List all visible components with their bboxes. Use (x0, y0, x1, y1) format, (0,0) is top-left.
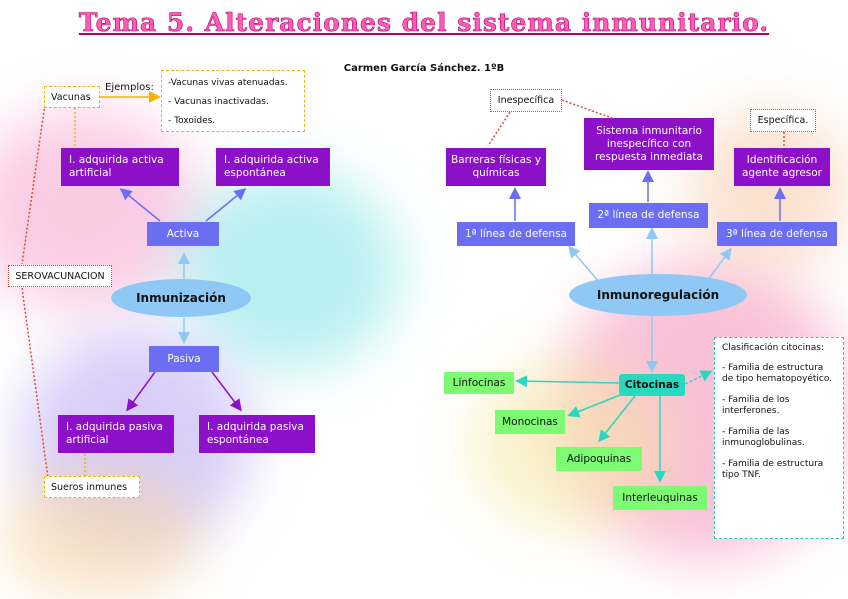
linea1-box: 1ª línea de defensa (457, 222, 575, 246)
sistema-box: Sistema inmunitario inespecífico con res… (584, 118, 714, 170)
line-inmuno-linea1 (568, 245, 601, 284)
line-citocinas-adipoquinas (598, 395, 636, 443)
clasificacion-item: - Familia de estructura tipo TNF. (722, 459, 824, 480)
clasificacion-citocinas-box: Clasificación citocinas: - Familia de es… (714, 337, 844, 539)
bg-blob-cyan (180, 170, 400, 370)
especifica-box: Específica. (750, 109, 816, 132)
line-inespecifica-sistema (561, 99, 613, 119)
examples-list: -Vacunas vivas atenuadas. - Vacunas inac… (161, 70, 305, 132)
linea3-box: 3ª línea de defensa (717, 222, 837, 246)
activa-artificial-box: I. adquirida activa artificial (61, 148, 179, 186)
pasiva-box: Pasiva (149, 346, 219, 372)
activa-box: Activa (147, 222, 219, 246)
linea2-box: 2ª línea de defensa (589, 203, 708, 228)
clasificacion-item: - Familia de las inmunoglobulinas. (722, 427, 805, 448)
ejemplos-label: Ejemplos: (105, 82, 154, 93)
activa-espontanea-box: I. adquirida activa espontánea (216, 148, 330, 186)
clasificacion-item: - Familia de estructura de tipo hematopo… (722, 363, 833, 384)
example-item: -Vacunas vivas atenuadas. (168, 78, 288, 88)
line-serovacunacion-sueros (21, 287, 49, 479)
line-citocinas-clasificacion (684, 370, 713, 385)
monocinas-box: Monocinas (495, 410, 565, 434)
identificacion-box: Identificación agente agresor (734, 148, 830, 186)
line-citocinas-linfocinas (515, 375, 620, 388)
line-pasiva-espontanea (211, 371, 242, 412)
page-title: Tema 5. Alteraciones del sistema inmunit… (78, 8, 770, 38)
inmunoregulacion-node: Inmunoregulación (569, 274, 747, 316)
line-activa-artificial (119, 188, 161, 222)
vacunas-box: Vacunas (44, 86, 100, 108)
example-item: - Vacunas inactivadas. (168, 97, 269, 107)
inespecifica-box: Inespecífica (490, 89, 562, 112)
line-pasiva-artificial (126, 371, 156, 412)
citocinas-box: Citocinas (619, 374, 685, 396)
linfocinas-box: Linfocinas (444, 372, 514, 394)
serovacunacion-box: SEROVACUNACION (8, 265, 112, 287)
interleuquinas-box: Interleuquinas (613, 486, 707, 510)
line-vacunas-serovacunacion (21, 96, 47, 265)
pasiva-espontanea-box: I. adquirida pasiva espontánea (199, 415, 315, 453)
sueros-box: Sueros inmunes (44, 476, 140, 498)
pasiva-artificial-box: I. adquirida pasiva artificial (58, 415, 174, 453)
line-inespecifica-barreras (487, 111, 511, 147)
example-item: - Toxoides. (168, 116, 216, 126)
author-line: Carmen García Sánchez. 1ºB (343, 63, 505, 74)
clasificacion-title: Clasificación citocinas: (722, 343, 825, 353)
clasificacion-item: - Familia de los interferones. (722, 395, 790, 416)
line-citocinas-monocinas (567, 392, 626, 418)
inmunizacion-node: Inmunización (111, 279, 251, 317)
barreras-box: Barreras físicas y químicas (446, 148, 546, 186)
adipoquinas-box: Adipoquinas (556, 447, 642, 471)
line-activa-espontanea (205, 188, 247, 222)
